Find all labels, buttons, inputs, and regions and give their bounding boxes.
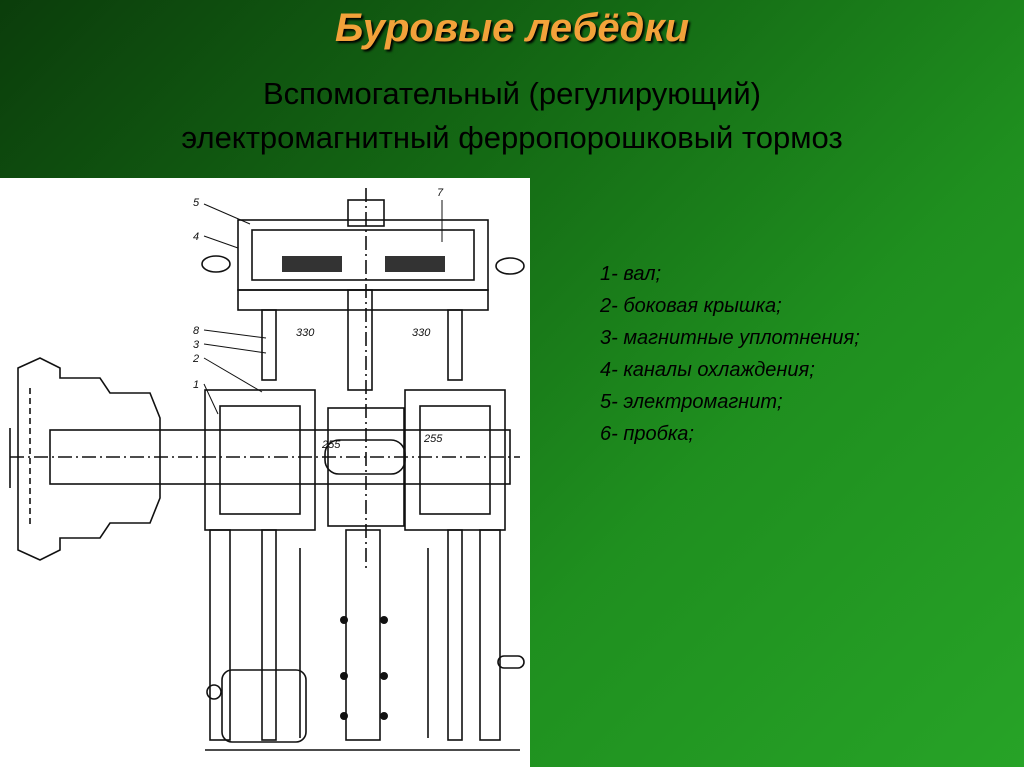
central-stem <box>347 289 373 391</box>
callout-2: 2 <box>192 353 199 365</box>
leg-right-outer <box>479 529 501 741</box>
leg-right-inner <box>447 529 463 741</box>
parts-legend: 1- вал; 2- боковая крышка; 3- магнитные … <box>600 258 1000 450</box>
bolt-5 <box>340 712 348 720</box>
dimension-label-2: 330 <box>412 327 431 339</box>
legend-item: 5- электромагнит; <box>600 391 783 413</box>
callout-5: 5 <box>193 197 200 209</box>
bolt-4 <box>380 672 388 680</box>
callout-8: 8 <box>193 325 200 337</box>
bolt-2 <box>380 616 388 624</box>
callout-1: 1 <box>193 379 199 391</box>
slide-subtitle: Вспомогательный (регулирующий) электрома… <box>0 72 1024 160</box>
dimension-label-3: 255 <box>321 439 341 451</box>
slide-title: Буровые лебёдки <box>334 6 690 50</box>
dimension-label-4: 255 <box>423 433 443 445</box>
side-pin <box>497 655 525 669</box>
coil-right <box>385 256 445 272</box>
left-flange <box>17 357 161 561</box>
leg-left-inner <box>261 529 277 741</box>
leader-4 <box>203 235 239 249</box>
legend-item: 3- магнитные уплотнения; <box>600 327 860 349</box>
callout-3: 3 <box>193 339 200 351</box>
leader-8 <box>203 329 267 339</box>
legend-item: 2- боковая крышка; <box>600 295 782 317</box>
subtitle-line-2: электромагнитный ферропорошковый тормоз <box>181 120 843 155</box>
bolt-6 <box>380 712 388 720</box>
leg-center <box>345 529 381 741</box>
bolt-1 <box>340 616 348 624</box>
left-bearing <box>219 405 301 515</box>
bolt-3 <box>340 672 348 680</box>
column-left <box>261 309 277 381</box>
housing-inner <box>251 229 475 281</box>
callout-4: 4 <box>193 231 199 243</box>
leader-5 <box>203 203 251 225</box>
left-handle <box>201 255 231 273</box>
coil-left <box>282 256 342 272</box>
leader-1 <box>203 383 219 415</box>
callout-7: 7 <box>437 187 444 199</box>
right-bearing <box>419 405 491 515</box>
brake-technical-drawing: 5 4 8 3 2 1 7 330 330 255 255 <box>0 178 530 767</box>
bottom-motor <box>221 669 307 743</box>
motor-bolt <box>206 684 222 700</box>
column-right <box>447 309 463 381</box>
subtitle-line-1: Вспомогательный (регулирующий) <box>262 76 761 111</box>
right-handle <box>495 257 525 275</box>
legend-item: 6- пробка; <box>600 423 694 445</box>
technical-drawing-svg: 5 4 8 3 2 1 7 330 330 255 255 <box>9 187 525 751</box>
left-bearing-housing <box>204 389 316 531</box>
legend-item: 1- вал; <box>600 263 662 285</box>
central-disc <box>327 407 405 527</box>
leader-3 <box>203 343 267 354</box>
legend-item: 4- каналы охлаждения; <box>600 359 815 381</box>
leader-2 <box>203 357 263 393</box>
leg-left-outer <box>209 529 231 741</box>
housing-base <box>237 289 489 311</box>
dimension-label-1: 330 <box>296 327 315 339</box>
